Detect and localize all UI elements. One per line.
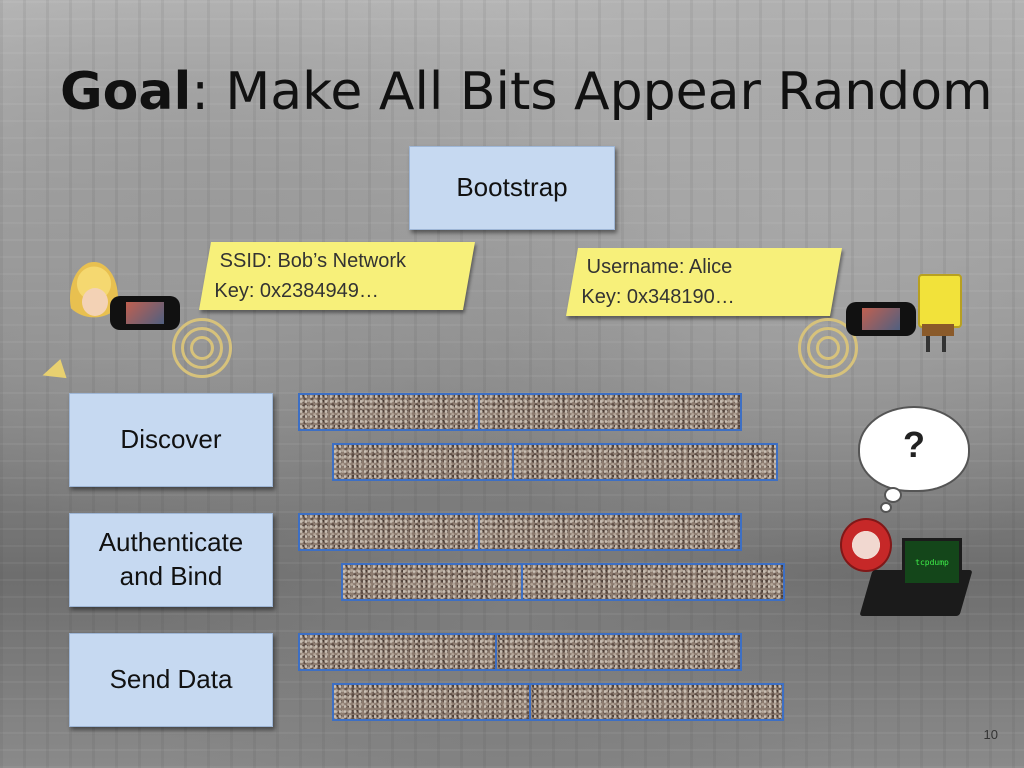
thought-cloud: ? bbox=[860, 408, 968, 490]
note-ssid-line2: Key: 0x2384949… bbox=[214, 280, 379, 302]
note-ssid: SSID: Bob’s Network Key: 0x2384949… bbox=[199, 242, 475, 310]
question-mark: ? bbox=[903, 424, 925, 465]
sponge-with-handheld-icon bbox=[846, 274, 970, 354]
signal-waves-right-icon bbox=[798, 318, 858, 378]
thought-bubble-small bbox=[880, 502, 892, 513]
discover-packet-1 bbox=[298, 393, 742, 431]
title-bold: Goal bbox=[60, 62, 192, 122]
note-username-line2: Key: 0x348190… bbox=[581, 286, 735, 308]
note-username-line1: Username: Alice bbox=[586, 256, 733, 278]
laptop-screen-text: tcpdump bbox=[915, 557, 949, 567]
signal-waves-left-icon bbox=[172, 318, 232, 378]
bootstrap-label: Bootstrap bbox=[456, 172, 568, 203]
devil-laptop-icon: tcpdump bbox=[836, 514, 976, 618]
page-number: 10 bbox=[983, 727, 998, 742]
send-data-box: Send Data bbox=[69, 633, 273, 727]
authenticate-packet-2 bbox=[341, 563, 785, 601]
thought-bubble-large bbox=[884, 487, 902, 503]
bootstrap-box: Bootstrap bbox=[409, 146, 615, 230]
note-username: Username: Alice Key: 0x348190… bbox=[566, 248, 842, 316]
authenticate-label-line1: Authenticate bbox=[98, 527, 244, 558]
discover-box: Discover bbox=[69, 393, 273, 487]
send-data-packet-2 bbox=[332, 683, 784, 721]
authenticate-packet-1 bbox=[298, 513, 742, 551]
send-data-packet-1 bbox=[298, 633, 742, 671]
discover-packet-2 bbox=[332, 443, 778, 481]
alice-with-handheld-icon bbox=[62, 262, 182, 342]
discover-label: Discover bbox=[120, 424, 222, 455]
title-rest: : Make All Bits Appear Random bbox=[191, 62, 993, 122]
authenticate-label-line2: and Bind bbox=[119, 561, 223, 591]
note-ssid-line1: SSID: Bob’s Network bbox=[219, 250, 407, 272]
slide-title: Goal: Make All Bits Appear Random bbox=[60, 62, 993, 122]
send-data-label: Send Data bbox=[109, 664, 233, 695]
authenticate-box: Authenticate and Bind bbox=[69, 513, 273, 607]
